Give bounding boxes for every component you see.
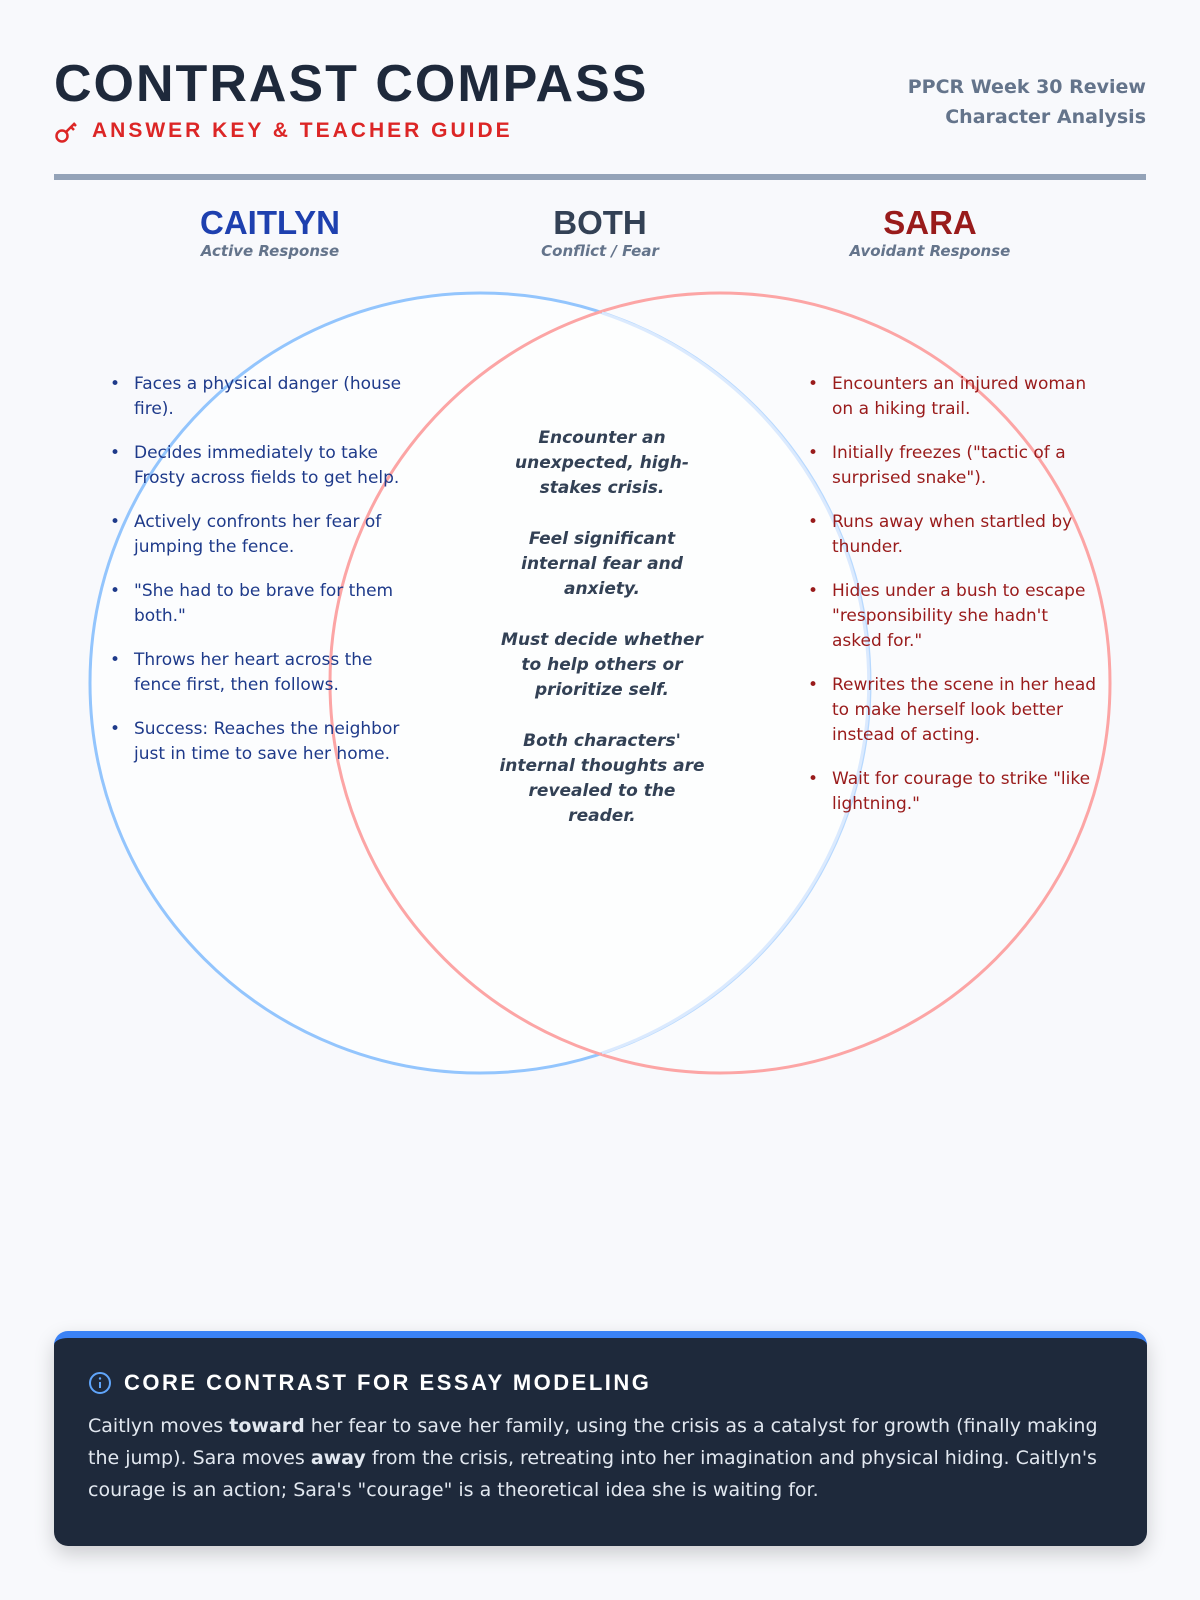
text: from the crisis, retreating into her ima…: [88, 1447, 1097, 1501]
card-body: Caitlyn moves toward her fear to save he…: [88, 1410, 1113, 1506]
header-meta: PPCR Week 30 Review Character Analysis: [908, 72, 1146, 132]
card-title: CORE CONTRAST FOR ESSAY MODELING: [88, 1370, 1113, 1396]
subtitle-text: ANSWER KEY & TEACHER GUIDE: [92, 119, 513, 142]
list-item: Runs away when startled by thunder.: [808, 510, 1102, 560]
column-header-both: BOTH Conflict / Fear: [450, 204, 750, 260]
list-item: Both characters' internal thoughts are r…: [499, 731, 705, 826]
column-sub: Avoidant Response: [849, 242, 1011, 260]
column-name: BOTH: [553, 204, 647, 241]
text: Caitlyn moves: [88, 1415, 230, 1437]
both-list: Encounter an unexpected, high-stakes cri…: [497, 426, 707, 855]
subtitle: ANSWER KEY & TEACHER GUIDE: [54, 118, 513, 144]
info-icon: [89, 1372, 111, 1394]
list-item: Encounter an unexpected, high-stakes cri…: [515, 428, 689, 498]
list-item: Success: Reaches the neighbor just in ti…: [110, 717, 404, 767]
list-item: Rewrites the scene in her head to make h…: [808, 673, 1102, 748]
list-item: Throws her heart across the fence first,…: [110, 648, 404, 698]
meta-week: PPCR Week 30 Review: [907, 76, 1146, 98]
divider: [54, 174, 1146, 180]
meta-topic: Character Analysis: [945, 106, 1146, 128]
text: her fear to save her family, using the c…: [88, 1415, 1098, 1469]
caitlyn-list: Faces a physical danger (house fire). De…: [110, 372, 404, 786]
column-header-sara: SARA Avoidant Response: [780, 204, 1080, 260]
card-title-text: CORE CONTRAST FOR ESSAY MODELING: [124, 1370, 652, 1395]
list-item: Initially freezes ("tactic of a surprise…: [808, 441, 1102, 491]
list-item: Hides under a bush to escape "responsibi…: [808, 579, 1102, 654]
list-item: "She had to be brave for them both.": [110, 579, 404, 629]
list-item: Actively confronts her fear of jumping t…: [110, 510, 404, 560]
column-name: CAITLYN: [200, 204, 340, 241]
list-item: Must decide whether to help others or pr…: [501, 630, 703, 700]
emphasis: away: [310, 1447, 366, 1469]
list-item: Encounters an injured woman on a hiking …: [808, 372, 1102, 422]
column-sub: Conflict / Fear: [541, 242, 659, 260]
key-icon: [55, 122, 77, 143]
column-name: SARA: [883, 204, 977, 241]
sara-list: Encounters an injured woman on a hiking …: [808, 372, 1102, 836]
column-sub: Active Response: [200, 242, 340, 260]
list-item: Faces a physical danger (house fire).: [110, 372, 404, 422]
list-item: Feel significant internal fear and anxie…: [521, 529, 683, 599]
page-title: CONTRAST COMPASS: [54, 55, 649, 113]
list-item: Wait for courage to strike "like lightni…: [808, 767, 1102, 817]
column-header-caitlyn: CAITLYN Active Response: [120, 204, 420, 260]
core-contrast-card: CORE CONTRAST FOR ESSAY MODELING Caitlyn…: [54, 1331, 1147, 1546]
emphasis: toward: [229, 1415, 305, 1437]
list-item: Decides immediately to take Frosty acros…: [110, 441, 404, 491]
